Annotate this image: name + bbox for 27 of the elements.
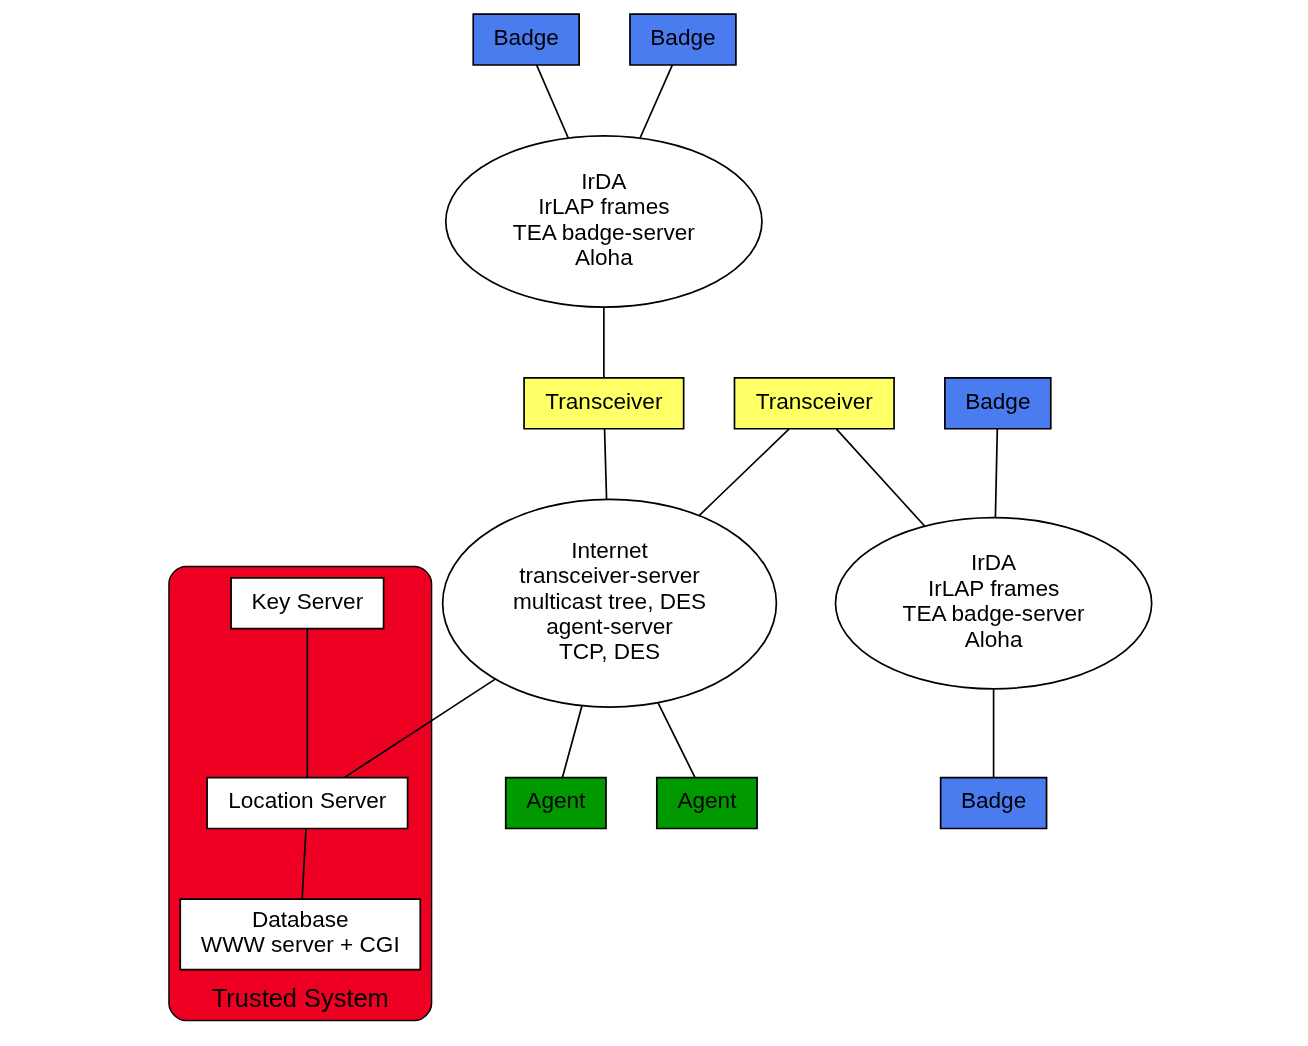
- connector: [638, 64, 673, 139]
- connector: [306, 627, 308, 779]
- connector: [994, 428, 998, 518]
- connector: [834, 428, 925, 527]
- node-box: Badge: [943, 377, 1052, 430]
- node-ellipse: IrDA IrLAP frames TEA badge-server Aloha: [834, 516, 1153, 690]
- node-box: Transceiver: [522, 377, 684, 430]
- node-box: Transceiver: [733, 377, 895, 430]
- connector: [992, 688, 994, 779]
- node-box: Location Server: [205, 776, 408, 830]
- node-ellipse: IrDA IrLAP frames TEA badge-server Aloha: [444, 135, 763, 308]
- node-box: Key Server: [229, 576, 384, 630]
- connector: [535, 64, 569, 139]
- connector: [561, 705, 583, 779]
- connector: [602, 306, 605, 379]
- connector: [603, 428, 607, 500]
- connector: [656, 702, 696, 779]
- node-box: Database WWW server + CGI: [178, 898, 421, 971]
- node-box: Badge: [628, 13, 737, 66]
- connector: [342, 678, 496, 779]
- connector: [698, 428, 790, 517]
- node-box: Badge: [939, 776, 1047, 830]
- node-ellipse: Internet transceiver-server multicast tree, DES agent-server TCP, DES: [441, 498, 777, 708]
- connector: [300, 827, 307, 900]
- node-box: Badge: [471, 13, 580, 66]
- node-box: Agent: [655, 776, 758, 830]
- node-box: Agent: [504, 776, 607, 830]
